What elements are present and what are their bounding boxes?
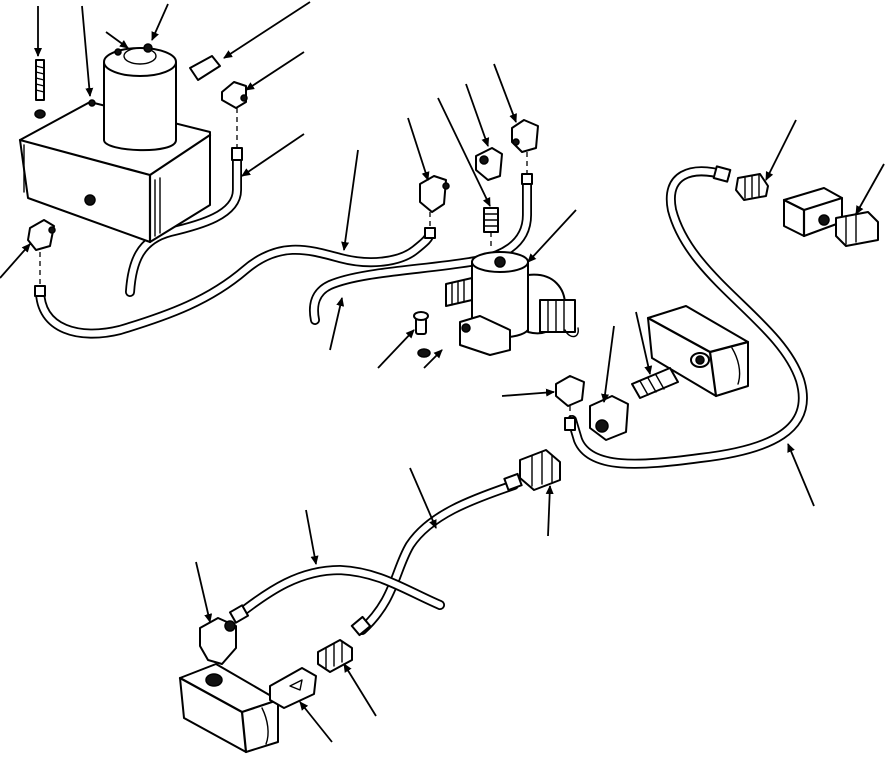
- elbow-fitting-motor: [221, 81, 248, 148]
- hose-lower-left-inner: [234, 566, 444, 619]
- mounting-block-right: [647, 305, 749, 397]
- hose-assembly-group: [35, 147, 808, 635]
- right-block-assembly: [519, 305, 750, 491]
- fuse-cartridge: [189, 55, 221, 81]
- right-manifold-assembly: [712, 165, 879, 247]
- mounting-bolt: [34, 59, 46, 119]
- mounting-block-bottom: [179, 663, 279, 753]
- hose-lower-s-inner: [358, 481, 518, 634]
- hose-left-long: [35, 227, 435, 339]
- motor-cylinder: [103, 62, 177, 152]
- center-valve-assembly: [413, 251, 579, 358]
- fittings-top-center: [419, 119, 539, 250]
- leader-lines: [0, 1, 885, 743]
- hose-right-loop-inner: [568, 168, 807, 467]
- hose-motor-drop-inner: [126, 148, 241, 296]
- valve-bolt: [413, 311, 431, 358]
- hose-center-right-inner: [310, 176, 531, 324]
- pump-motor-assembly: [18, 43, 248, 297]
- bottom-left-assembly: [178, 472, 523, 754]
- hose-left-long-inner: [36, 228, 434, 337]
- elbow-fitting-left: [27, 219, 56, 288]
